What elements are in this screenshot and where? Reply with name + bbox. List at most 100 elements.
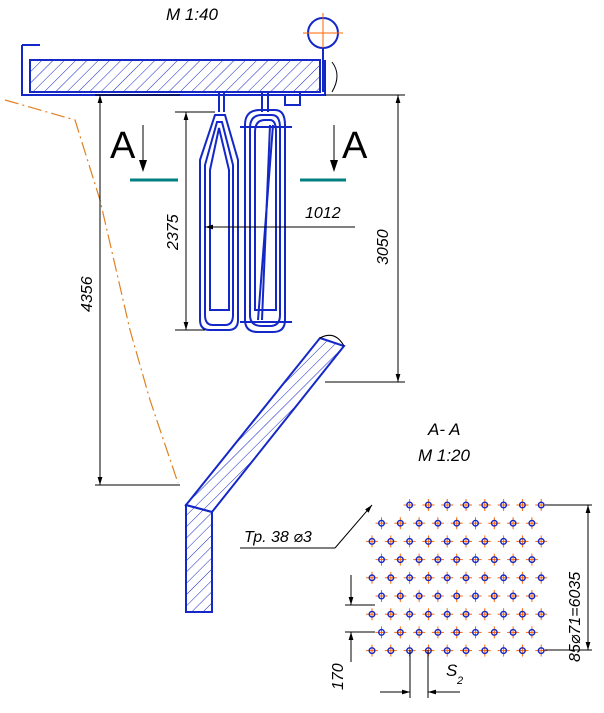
dim-panel-width: 1012 (205, 205, 355, 230)
tube-section (497, 608, 510, 621)
tube-section (497, 644, 510, 657)
tube-section (413, 517, 426, 530)
tube-section (469, 590, 482, 602)
tube-section (441, 535, 454, 548)
tube-section (516, 608, 529, 621)
tube-section (469, 553, 482, 566)
svg-text:S: S (446, 661, 458, 680)
tube-section (488, 590, 501, 602)
tube-section (497, 571, 510, 584)
tube-section (488, 517, 501, 530)
tube-section (507, 626, 520, 639)
tube-section (441, 644, 454, 657)
dim-vertical-pitch: 170 (330, 575, 375, 690)
tube-section (375, 553, 388, 566)
tube-section (422, 535, 435, 548)
svg-text:2375: 2375 (165, 214, 182, 251)
tube-section (450, 626, 463, 639)
tube-section (441, 608, 454, 621)
svg-text:3050: 3050 (375, 229, 392, 265)
tube-section (488, 553, 501, 566)
tube-section (441, 571, 454, 584)
tube-section (525, 553, 538, 566)
tube-section (450, 590, 463, 602)
dim-pattern-height: 85⌀71=6035 (545, 504, 592, 662)
tube-section (478, 644, 491, 657)
inclined-wall (184, 334, 346, 613)
tube-section (516, 644, 529, 657)
tube-section (460, 608, 472, 621)
tube-section (450, 553, 463, 566)
svg-text:2: 2 (456, 675, 463, 687)
tube-section (469, 626, 482, 639)
manifold-icon (303, 13, 343, 93)
tube-section (384, 535, 397, 548)
tube-section (525, 517, 538, 530)
section-marker-left: A (110, 125, 178, 182)
tube-section (366, 535, 378, 548)
tube-section (394, 553, 407, 566)
tube-section (403, 608, 416, 621)
tube-section (478, 535, 491, 548)
tube-section (384, 608, 397, 621)
tube-section (366, 571, 378, 584)
svg-text:Тр. 38 ⌀3: Тр. 38 ⌀3 (244, 529, 312, 546)
tube-section (535, 644, 548, 657)
tube-section (394, 517, 407, 530)
tube-section (431, 590, 444, 602)
tube-section (535, 571, 548, 584)
tube-section (525, 626, 538, 639)
dim-spacing-s2: S 2 (380, 650, 463, 698)
tube-section (413, 553, 426, 566)
tube-section (507, 590, 520, 602)
tube-section (422, 499, 435, 511)
section-title: A- A (427, 420, 460, 439)
tube-section (413, 590, 426, 602)
tube-section (525, 590, 538, 602)
tube-section (535, 608, 548, 621)
flue-boundary (4, 99, 179, 484)
tube-section (394, 626, 407, 639)
tube-bundle (199, 92, 301, 333)
tube-section (535, 535, 548, 548)
tube-section (431, 626, 444, 639)
tube-section (422, 571, 435, 584)
tube-section (375, 517, 388, 530)
tube-section (431, 553, 444, 566)
section-scale: M 1:20 (418, 446, 471, 465)
tube-section (384, 644, 397, 657)
tube-section (403, 571, 416, 584)
svg-text:85⌀71=6035: 85⌀71=6035 (567, 572, 584, 662)
tube-grid (366, 499, 548, 657)
svg-text:4356: 4356 (79, 276, 96, 312)
svg-text:170: 170 (330, 663, 347, 690)
tube-section (469, 517, 482, 530)
dim-total-height: 4356 (79, 94, 180, 486)
tube-section (507, 553, 520, 566)
tube-section (516, 535, 529, 548)
tube-section (497, 535, 510, 548)
tube-section (431, 517, 444, 530)
tube-section (450, 517, 463, 530)
tube-section (488, 626, 501, 639)
svg-text:1012: 1012 (305, 205, 341, 222)
tube-section (460, 499, 472, 511)
top-slab (21, 44, 326, 96)
svg-text:A: A (110, 125, 136, 167)
tube-section (460, 571, 472, 584)
tube-section (460, 644, 472, 657)
tube-section (403, 535, 416, 548)
tube-section (366, 644, 378, 657)
svg-text:A: A (342, 125, 368, 167)
tube-section (516, 571, 529, 584)
dim-tube-height: 2375 (165, 111, 215, 331)
tube-section (375, 590, 388, 602)
dim-panel-height: 3050 (325, 94, 405, 383)
tube-section (516, 499, 529, 511)
tube-section (478, 608, 491, 621)
tube-section (422, 608, 435, 621)
tube-section (507, 517, 520, 530)
tube-section (384, 571, 397, 584)
tube-section (403, 499, 416, 511)
